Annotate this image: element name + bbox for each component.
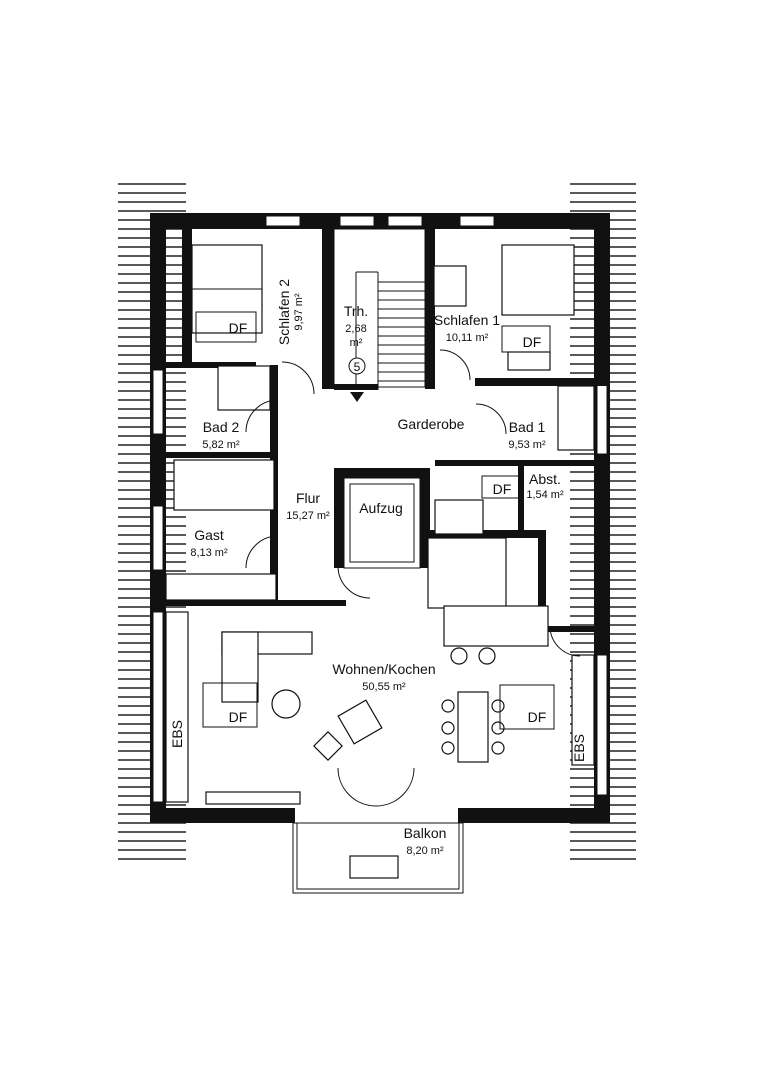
shower-bad-2 bbox=[217, 365, 271, 411]
interior-walls bbox=[166, 229, 609, 640]
room-area-trh-unit: m² bbox=[350, 337, 363, 349]
room-name-trh: Trh. bbox=[344, 303, 368, 319]
staircase: 5 bbox=[333, 228, 426, 402]
room-area-trh-value: 2,68 bbox=[345, 323, 366, 335]
skylights: DF DF DF DF DF bbox=[195, 311, 555, 730]
room-name-bad-2: Bad 2 bbox=[203, 419, 240, 435]
skylight-wohnen-right bbox=[499, 684, 555, 730]
room-area-balkon: 8,20 m² bbox=[406, 845, 444, 857]
kitchen-counter bbox=[427, 537, 507, 609]
room-area-schlafen-1: 10,11 m² bbox=[446, 332, 489, 344]
armchair-living bbox=[337, 699, 383, 745]
desk-gast bbox=[165, 573, 277, 601]
room-name-bad-1: Bad 1 bbox=[509, 419, 546, 435]
coffee-table bbox=[271, 689, 301, 719]
doors bbox=[245, 349, 581, 807]
bed-gast bbox=[173, 459, 275, 511]
armchair-schlafen-1 bbox=[433, 265, 467, 307]
balcony-bench bbox=[349, 855, 399, 879]
room-name-schlafen-1: Schlafen 1 bbox=[434, 312, 500, 328]
room-area-schlafen-2: 9,97 m² bbox=[293, 293, 305, 331]
room-name-aufzug: Aufzug bbox=[359, 500, 403, 516]
room-name-flur: Flur bbox=[296, 490, 320, 506]
df-label: DF bbox=[229, 320, 248, 336]
ebs-label-left: EBS bbox=[169, 720, 185, 748]
skylight-schlafen-1 bbox=[501, 325, 551, 353]
ebs-markers: EBS EBS bbox=[169, 720, 587, 762]
skylight-wohnen-left bbox=[202, 682, 258, 728]
ebs-label-right: EBS bbox=[571, 734, 587, 762]
desk-schlafen-1 bbox=[507, 351, 551, 371]
cabinet-left bbox=[165, 611, 189, 803]
room-area-bad-1: 9,53 m² bbox=[508, 439, 546, 451]
shower-bad-1 bbox=[434, 499, 484, 535]
dining-table bbox=[457, 691, 489, 763]
stair-number-marker bbox=[348, 357, 366, 375]
tv-board bbox=[205, 791, 301, 805]
room-area-flur: 15,27 m² bbox=[286, 510, 330, 522]
room-area-bad-2: 5,82 m² bbox=[202, 439, 240, 451]
stair-number: 5 bbox=[354, 360, 361, 374]
room-area-abst: 1,54 m² bbox=[526, 489, 564, 501]
room-name-abst: Abst. bbox=[529, 471, 561, 487]
room-area-wohnen-kochen: 50,55 m² bbox=[362, 681, 406, 693]
room-labels: Schlafen 2 9,97 m² Trh. 2,68 m² Schlafen… bbox=[190, 279, 564, 857]
room-name-wohnen-kochen: Wohnen/Kochen bbox=[332, 661, 435, 677]
room-name-garderobe: Garderobe bbox=[398, 416, 465, 432]
room-name-balkon: Balkon bbox=[404, 825, 447, 841]
df-label: DF bbox=[528, 709, 547, 725]
furniture bbox=[165, 244, 595, 805]
balcony bbox=[292, 822, 464, 894]
room-name-schlafen-2: Schlafen 2 bbox=[276, 279, 292, 345]
room-name-gast: Gast bbox=[194, 527, 224, 543]
df-label: DF bbox=[493, 481, 512, 497]
cabinet-right bbox=[571, 654, 595, 766]
stair-direction-arrow bbox=[350, 392, 364, 402]
room-area-gast: 8,13 m² bbox=[190, 547, 228, 559]
df-label: DF bbox=[229, 709, 248, 725]
bathtub-bad-1 bbox=[557, 385, 595, 451]
skylight-abst bbox=[481, 475, 521, 499]
double-bed-schlafen-1 bbox=[501, 244, 575, 316]
sofa-side bbox=[221, 631, 259, 703]
skylight-schlafen-2 bbox=[195, 311, 257, 343]
kitchen-island bbox=[443, 605, 549, 647]
df-label: DF bbox=[523, 334, 542, 350]
exterior-walls bbox=[150, 213, 610, 823]
